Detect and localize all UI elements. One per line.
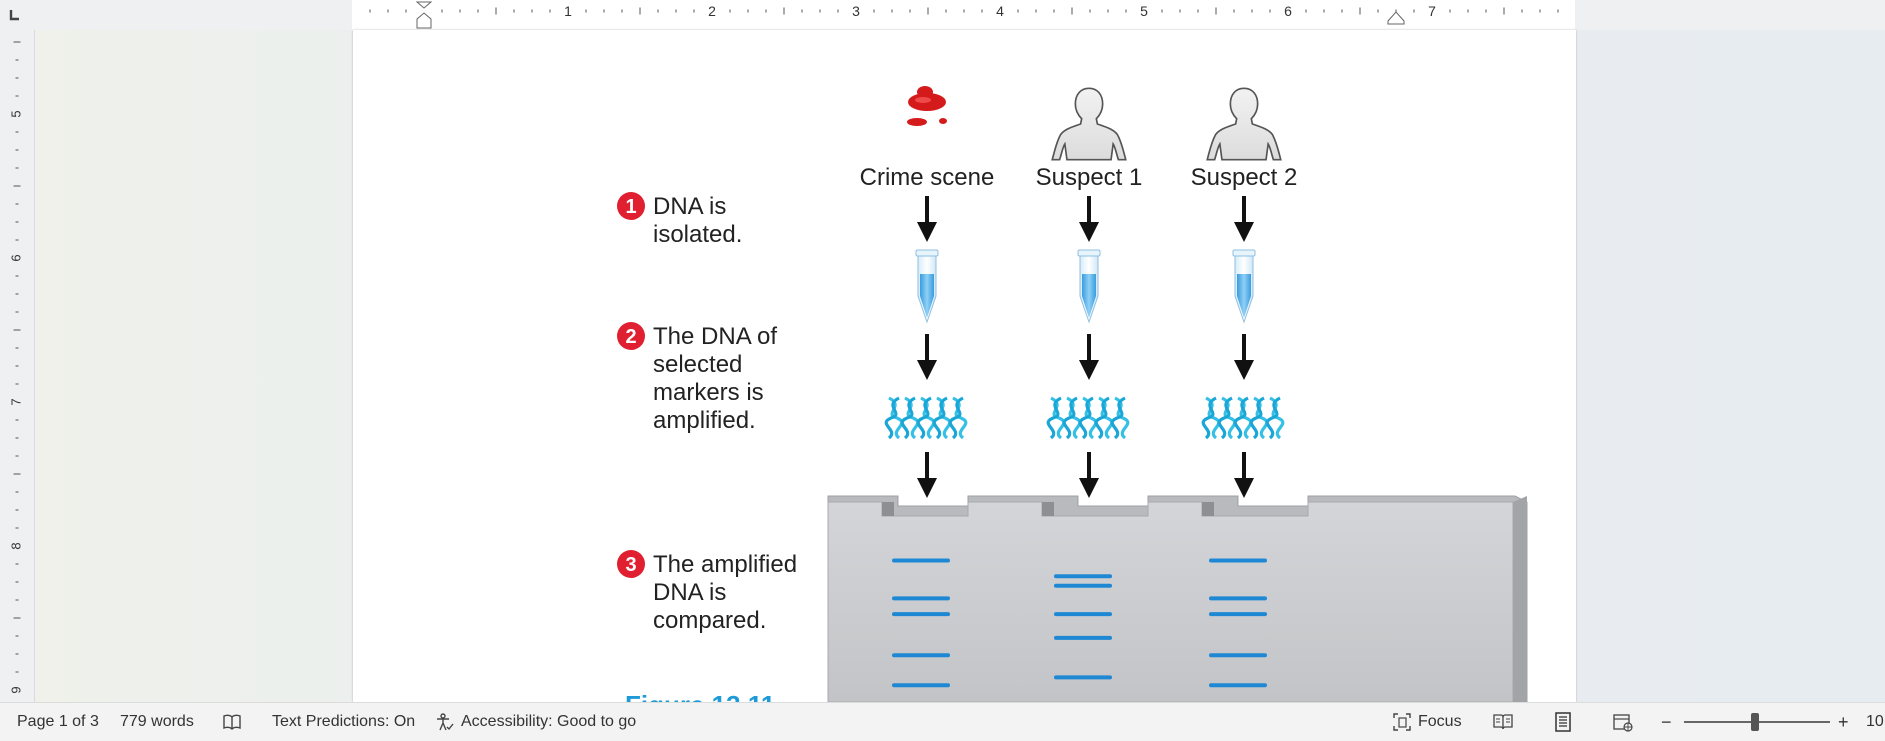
ruler-number: 6 <box>1284 3 1292 19</box>
down-arrow-icon <box>1077 194 1101 244</box>
ruler-number: 3 <box>852 3 860 19</box>
test-tube-icon <box>1077 249 1101 323</box>
ruler-number: 5 <box>8 110 23 117</box>
source-label: Suspect 2 <box>1191 164 1298 191</box>
person-silhouette-icon <box>1206 87 1282 161</box>
print-layout-icon[interactable] <box>1553 712 1573 732</box>
step-text-line: amplified. <box>653 407 756 434</box>
focus-button[interactable]: Focus <box>1418 713 1462 730</box>
left-indent-marker[interactable] <box>416 12 432 29</box>
accessibility-status[interactable]: Accessibility: Good to go <box>461 713 637 730</box>
step-number-badge <box>617 550 645 578</box>
vertical-ruler[interactable]: 5 6 7 8 9 <box>0 30 35 702</box>
gel-electrophoresis-box <box>827 495 1528 702</box>
step-text-line: isolated. <box>653 221 742 248</box>
status-bar: Page 1 of 3 779 words Text Predictions: … <box>0 702 1885 741</box>
down-arrow-icon <box>915 194 939 244</box>
ruler-number: 4 <box>996 3 1004 19</box>
down-arrow-icon <box>1232 450 1256 500</box>
page-count-status[interactable]: Page 1 of 3 <box>17 713 99 730</box>
vertical-ruler-ticks: 5 6 7 8 9 <box>8 41 23 694</box>
horizontal-ruler-ticks: 1 2 3 4 5 6 7 <box>369 1 1559 29</box>
zoom-percentage[interactable]: 10 <box>1866 713 1884 730</box>
dna-helix-icon <box>1201 396 1285 440</box>
step-number: 2 <box>625 326 636 348</box>
step-number: 1 <box>625 196 636 218</box>
down-arrow-icon <box>1077 450 1101 500</box>
source-label: Suspect 1 <box>1036 164 1143 191</box>
ruler-number: 7 <box>8 398 23 405</box>
first-line-indent-marker[interactable] <box>415 1 433 9</box>
right-indent-marker[interactable] <box>1387 11 1405 25</box>
horizontal-ruler-bar: 1 2 3 4 5 6 7 <box>0 0 1885 31</box>
test-tube-icon <box>915 249 939 323</box>
ruler-number: 8 <box>8 542 23 549</box>
ruler-number: 9 <box>8 686 23 693</box>
step-text-line: The DNA of <box>653 323 777 350</box>
step-text-line: DNA is <box>653 579 726 606</box>
ruler-number: 6 <box>8 254 23 261</box>
ruler-number: 2 <box>708 3 716 19</box>
proofing-book-icon[interactable] <box>222 712 242 732</box>
down-arrow-icon <box>1232 332 1256 382</box>
step-text-line: selected <box>653 351 742 378</box>
step-text-line: markers is <box>653 379 764 406</box>
ruler-number: 1 <box>564 3 572 19</box>
zoom-in-button[interactable]: + <box>1838 712 1849 732</box>
read-mode-icon[interactable] <box>1493 712 1513 732</box>
step-text-line: DNA is <box>653 193 726 220</box>
down-arrow-icon <box>915 332 939 382</box>
text-predictions-status[interactable]: Text Predictions: On <box>272 713 416 730</box>
down-arrow-icon <box>1077 332 1101 382</box>
step-number: 3 <box>625 554 636 576</box>
figure-caption: Figure 13.11 <box>625 690 775 702</box>
dna-helix-icon <box>884 396 968 440</box>
step-text-line: The amplified <box>653 551 797 578</box>
word-count-status[interactable]: 779 words <box>120 713 194 730</box>
tab-stop-selector-icon[interactable] <box>6 6 24 24</box>
down-arrow-icon <box>1232 194 1256 244</box>
accessibility-checker-icon[interactable] <box>435 712 455 732</box>
web-layout-icon[interactable] <box>1613 712 1633 732</box>
step-number-badge <box>617 322 645 350</box>
ruler-number: 7 <box>1428 3 1436 19</box>
zoom-slider-thumb[interactable] <box>1751 713 1759 731</box>
blood-drop-icon <box>907 86 947 126</box>
focus-mode-icon[interactable] <box>1392 712 1412 732</box>
ruler-number: 5 <box>1140 3 1148 19</box>
step-text-line: compared. <box>653 607 766 634</box>
person-silhouette-icon <box>1051 87 1127 161</box>
zoom-out-button[interactable]: − <box>1661 712 1672 732</box>
down-arrow-icon <box>915 450 939 500</box>
test-tube-icon <box>1232 249 1256 323</box>
source-label: Crime scene <box>860 164 995 191</box>
step-number-badge <box>617 192 645 220</box>
dna-helix-icon <box>1046 396 1130 440</box>
horizontal-ruler[interactable]: 1 2 3 4 5 6 7 <box>352 0 1575 30</box>
